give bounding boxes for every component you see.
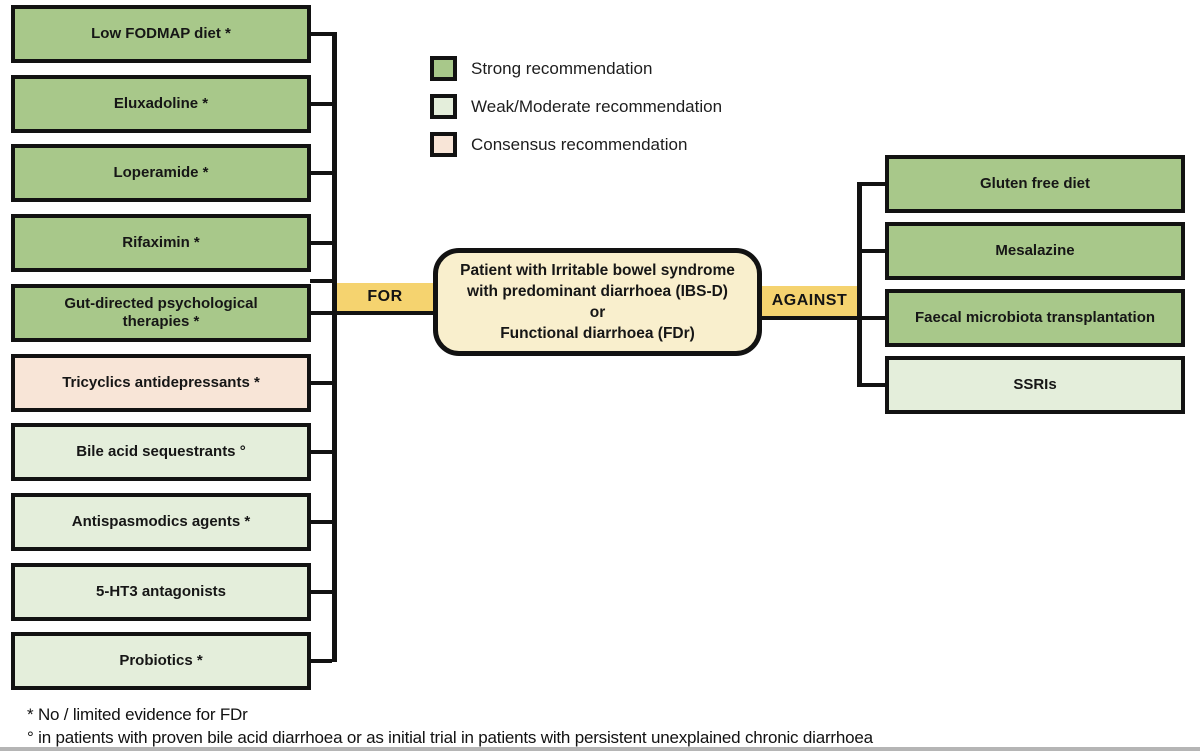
patient-node-line: Functional diarrhoea (FDr) (500, 325, 695, 342)
against-band: AGAINST (762, 286, 857, 316)
box-rifaximin: Rifaximin * (11, 214, 311, 272)
connector-stub (310, 381, 332, 385)
strong-recommendation-swatch (430, 56, 457, 81)
for-connector-line (310, 311, 433, 315)
footnote-degree: ° in patients with proven bile acid diar… (27, 728, 873, 747)
legend-label: Weak/Moderate recommendation (471, 96, 723, 116)
connector-stub (310, 241, 332, 245)
footnotes: * No / limited evidence for FDr ° in pat… (27, 703, 873, 749)
patient-node-line: or (589, 304, 606, 321)
legend-item-consensus: Consensus recommendation (430, 132, 722, 157)
connector-stub (310, 32, 332, 36)
connector-stub (310, 171, 332, 175)
box-low-fodmap-diet: Low FODMAP diet * (11, 5, 311, 63)
footnote-asterisk: * No / limited evidence for FDr (27, 705, 248, 724)
legend: Strong recommendation Weak/Moderate reco… (430, 56, 722, 157)
box-antispasmodics-agents: Antispasmodics agents * (11, 493, 311, 551)
right-connector-trunk (857, 182, 862, 387)
box-bile-acid-sequestrants: Bile acid sequestrants ° (11, 423, 311, 481)
weak-recommendation-swatch (430, 94, 457, 119)
connector-stub (857, 249, 885, 253)
connector-stub (310, 520, 332, 524)
patient-node-line: with predominant diarrhoea (IBS-D) (467, 283, 728, 300)
legend-label: Strong recommendation (471, 58, 653, 78)
connector-stub (310, 450, 332, 454)
for-band-top-line (310, 279, 337, 283)
box-eluxadoline: Eluxadoline * (11, 75, 311, 133)
connector-stub (857, 383, 885, 387)
against-connector-line (760, 316, 885, 320)
box-ssris: SSRIs (885, 356, 1185, 414)
patient-node: Patient with Irritable bowel syndrome wi… (433, 248, 762, 356)
legend-item-weak: Weak/Moderate recommendation (430, 94, 722, 119)
box-faecal-microbiota-transplantation: Faecal microbiota transplantation (885, 289, 1185, 347)
box-loperamide: Loperamide * (11, 144, 311, 202)
bottom-bar (0, 747, 1200, 751)
legend-item-strong: Strong recommendation (430, 56, 722, 81)
left-connector-trunk (332, 32, 337, 662)
box-gut-directed-psychological-therapies: Gut-directed psychological therapies * (11, 284, 311, 342)
connector-stub (310, 102, 332, 106)
legend-label: Consensus recommendation (471, 134, 688, 154)
patient-node-line: Patient with Irritable bowel syndrome (460, 262, 735, 279)
connector-stub (310, 590, 332, 594)
connector-stub (310, 659, 332, 663)
box-5ht3-antagonists: 5-HT3 antagonists (11, 563, 311, 621)
connector-stub (857, 182, 885, 186)
box-tricyclics-antidepressants: Tricyclics antidepressants * (11, 354, 311, 412)
box-gluten-free-diet: Gluten free diet (885, 155, 1185, 213)
for-band: FOR (337, 283, 433, 311)
box-probiotics: Probiotics * (11, 632, 311, 690)
consensus-recommendation-swatch (430, 132, 457, 157)
box-mesalazine: Mesalazine (885, 222, 1185, 280)
